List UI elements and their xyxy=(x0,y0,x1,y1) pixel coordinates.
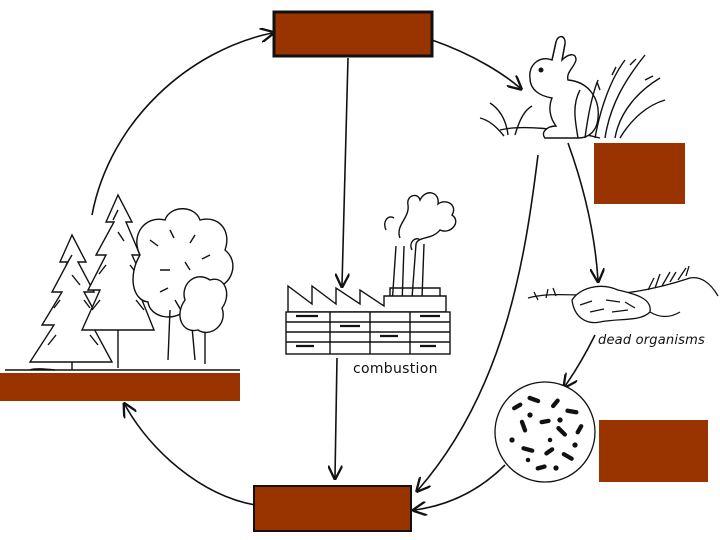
arrow-top-to-factory xyxy=(342,57,348,285)
arrow-dead-to-bacteria xyxy=(565,334,596,386)
rabbit-icon xyxy=(479,35,666,139)
decomposer-box[interactable] xyxy=(599,420,708,482)
top-box[interactable] xyxy=(272,10,434,58)
plants-box[interactable] xyxy=(0,373,240,401)
trees-icon xyxy=(5,193,240,371)
combustion-label: combustion xyxy=(353,361,438,377)
arrow-trees-to-top xyxy=(91,33,272,216)
arrow-top-to-animal xyxy=(431,39,520,88)
dead-organisms-label: dead organisms xyxy=(598,333,705,348)
arrow-factory-to-bottom xyxy=(335,357,337,477)
arrow-animal-to-bottom xyxy=(418,154,539,490)
cycle-arrows xyxy=(91,33,598,510)
arrow-bacteria-to-bottom xyxy=(415,464,506,510)
dead-organisms-icon xyxy=(527,265,719,324)
arrow-animal-to-dead xyxy=(567,142,598,280)
factory-icon xyxy=(285,192,457,355)
bottom-box[interactable] xyxy=(253,485,412,532)
animal-box[interactable] xyxy=(594,143,685,204)
bacteria-icon xyxy=(494,381,596,483)
arrow-bottom-to-trees xyxy=(125,405,256,506)
answer-boxes xyxy=(0,10,708,532)
